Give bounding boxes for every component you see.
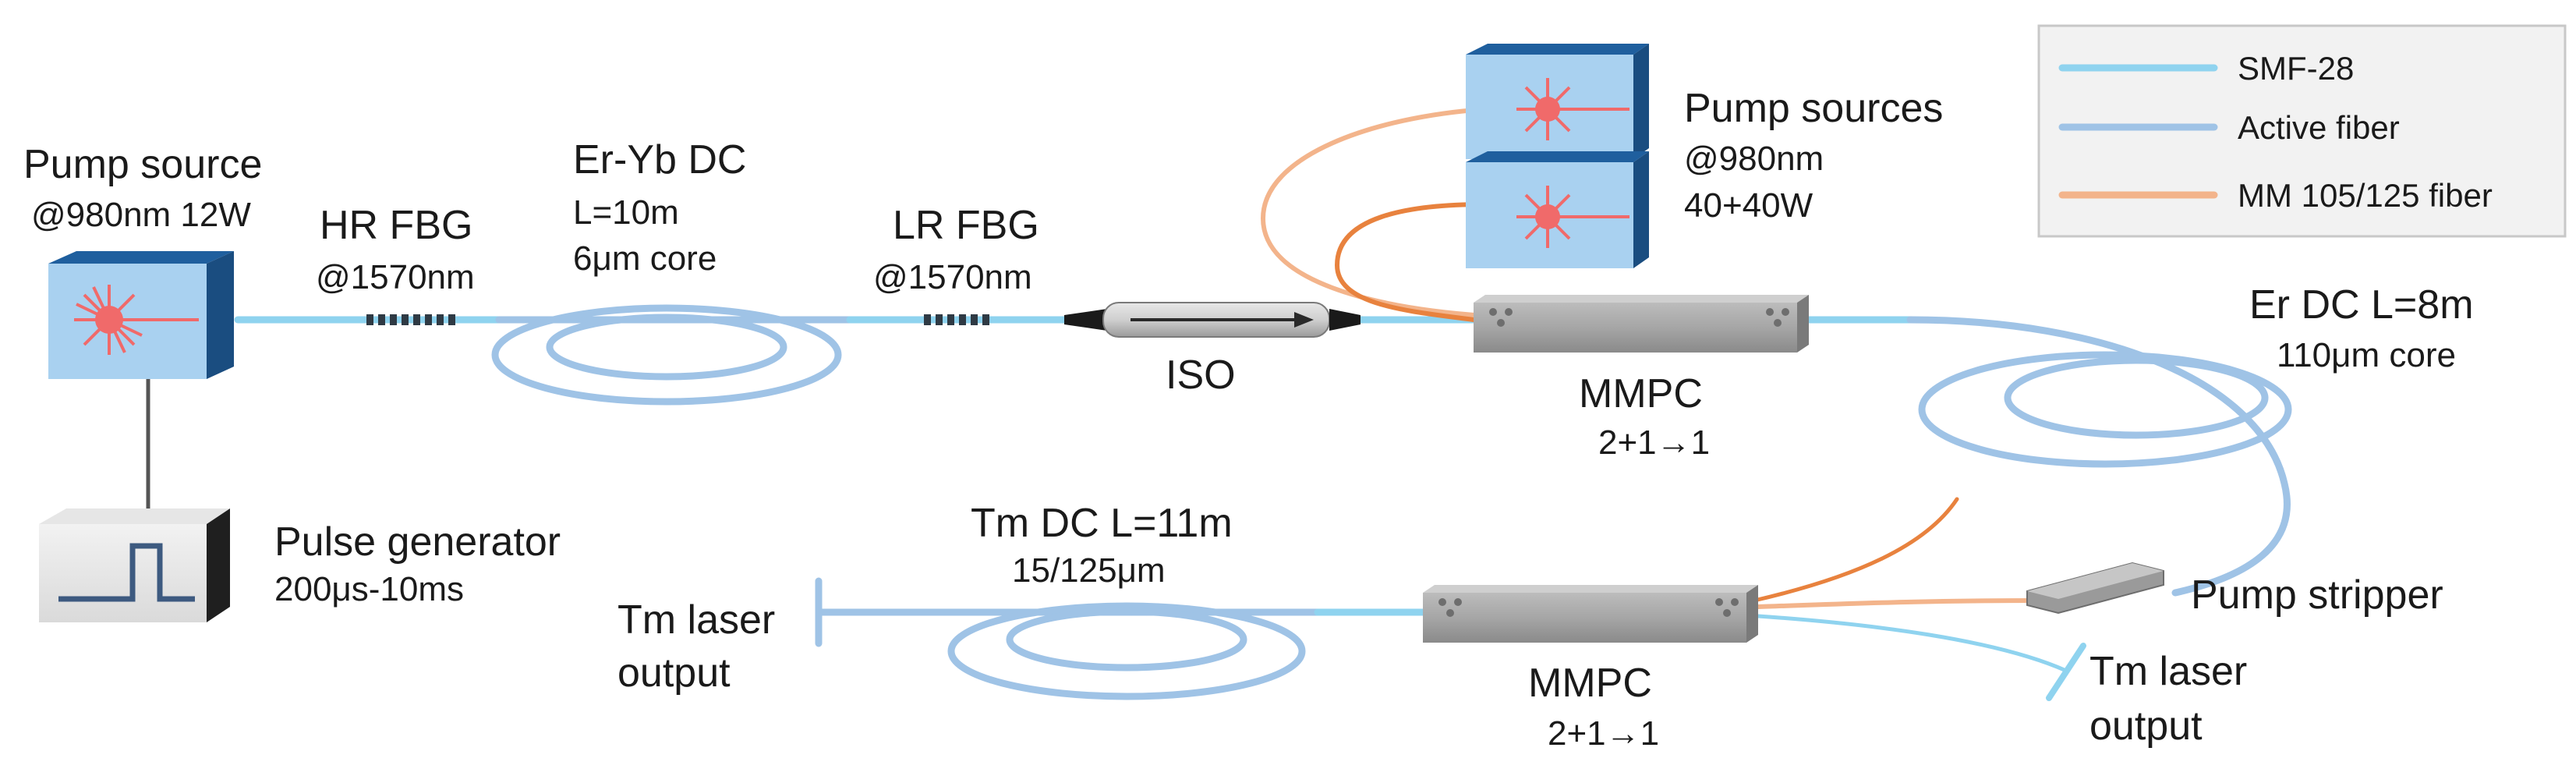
fiber-coil-tmdc-outer <box>947 602 1306 700</box>
lr-fbg-title: LR FBG <box>893 203 1039 248</box>
pulse-title: Pulse generator <box>274 519 561 565</box>
arrow-right-icon <box>1131 312 1314 328</box>
eryb-core: 6μm core <box>573 239 717 278</box>
hr-fbg-spec: @1570nm <box>316 258 475 296</box>
laser-icon-center <box>1535 97 1560 122</box>
eryb-length: L=10m <box>573 193 679 232</box>
mmpc-top-lid <box>1474 295 1809 303</box>
tmdc-title: Tm DC L=11m <box>971 501 1233 546</box>
fiber-mm-dark-cut <box>1752 497 1959 603</box>
tm-output-right: Tm laser output <box>2046 643 2247 749</box>
tm-right-line1: Tm laser <box>2089 649 2247 694</box>
pump-left-title: Pump source <box>23 142 262 187</box>
fbg-grating-icon <box>924 314 989 325</box>
mmpc-bottom-side <box>1746 585 1758 643</box>
fibers <box>146 107 2292 700</box>
mmpc-bottom-ratio: 2+1→1 <box>1548 714 1659 753</box>
hr-fbg: HR FBG @1570nm <box>316 203 475 325</box>
screw-icons <box>1489 308 1789 327</box>
fiber-smf-tm-right <box>1756 614 2068 673</box>
pulse-generator: Pulse generator 200μs-10ms <box>39 508 561 622</box>
fiber-coil-erdc-inner <box>2004 356 2269 439</box>
legend-label-mm: MM 105/125 fiber <box>2238 177 2493 214</box>
pulse-waveform-icon <box>58 543 195 602</box>
eryb-title: Er-Yb DC <box>573 137 746 182</box>
tm-output-left: Tm laser output <box>617 577 823 696</box>
pump-stripper: Pump stripper <box>2026 562 2443 618</box>
fiber-coil-tmdc-inner <box>1006 608 1247 671</box>
mmpc-top-side <box>1797 295 1809 353</box>
lr-fbg-spec: @1570nm <box>873 258 1032 296</box>
mmpc-bottom-body <box>1423 593 1746 643</box>
mmpc-top: MMPC 2+1→1 <box>1474 295 1809 462</box>
legend-label-smf: SMF-28 <box>2238 50 2354 87</box>
pump-box-side <box>207 251 234 379</box>
legend-box <box>2037 24 2567 238</box>
mmpc-bottom-title: MMPC <box>1528 661 1652 706</box>
legend: SMF-28 Active fiber MM 105/125 fiber <box>2037 24 2567 238</box>
isolator: ISO <box>1064 302 1361 398</box>
screw-icons <box>1438 598 1739 617</box>
pump-sources: Pump sources @980nm 40+40W <box>1466 44 1943 268</box>
pump-stripper-label: Pump stripper <box>2191 572 2443 618</box>
fbg-grating-icon <box>366 314 455 325</box>
pump-upper-top <box>1466 44 1649 55</box>
fiber-mm-pump-upper <box>1260 107 1488 318</box>
tm-left-line2: output <box>617 650 731 696</box>
pump-upper-side <box>1633 44 1649 159</box>
pump-sources-power: 40+40W <box>1684 186 1813 225</box>
fiber-coil-erdc-outer <box>1918 351 2292 468</box>
tm-left-line1: Tm laser <box>617 597 775 643</box>
laser-icon-center <box>1535 204 1560 229</box>
legend-label-active: Active fiber <box>2238 109 2400 146</box>
mmpc-top-ratio: 2+1→1 <box>1598 423 1710 462</box>
iso-left-taper <box>1064 309 1107 331</box>
mmpc-top-body <box>1474 303 1797 353</box>
pulse-box-side <box>207 508 230 622</box>
pump-lower-top <box>1466 151 1649 162</box>
fiber-mm-pump-lower <box>1334 202 1488 324</box>
fiber-coil-eryb-inner <box>546 314 787 381</box>
pump-box-top <box>48 251 234 264</box>
fiber-mm-stripper-mmpc <box>1756 598 2041 609</box>
hr-fbg-title: HR FBG <box>320 203 472 248</box>
erdc-core: 110μm core <box>2277 336 2456 374</box>
pulse-box-face <box>39 524 207 622</box>
mmpc-bottom-lid <box>1423 585 1758 593</box>
fiber-coil-eryb-outer <box>491 304 842 406</box>
lr-fbg: LR FBG @1570nm <box>873 203 1039 325</box>
erdc-title: Er DC L=8m <box>2249 282 2474 328</box>
iso-right-taper <box>1329 309 1361 331</box>
pulse-range: 200μs-10ms <box>274 570 464 608</box>
mmpc-top-title: MMPC <box>1579 371 1703 416</box>
pump-source-left: Pump source @980nm 12W <box>23 142 262 379</box>
tm-right-line2: output <box>2089 703 2203 749</box>
iso-label: ISO <box>1166 353 1236 398</box>
fiber-end-cap-right <box>2046 643 2086 701</box>
pulse-box-top <box>39 508 230 524</box>
mmpc-bottom: MMPC 2+1→1 <box>1423 585 1758 753</box>
tmdc-spec: 15/125μm <box>1012 551 1166 590</box>
pump-sources-title: Pump sources <box>1684 86 1943 131</box>
pump-lower-side <box>1633 151 1649 268</box>
pump-sources-spec: @980nm <box>1684 140 1824 178</box>
pump-left-spec: @980nm 12W <box>31 196 251 234</box>
stripper-top <box>2027 563 2164 599</box>
laser-icon-center <box>95 306 123 334</box>
fiber-active-erdc-coil <box>1906 316 2291 597</box>
